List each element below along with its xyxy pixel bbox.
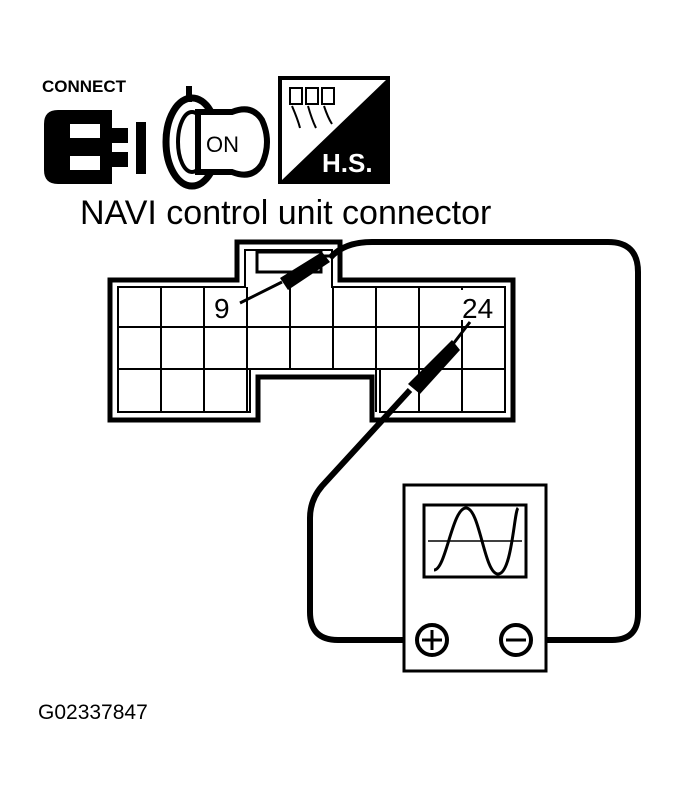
hs-label: H.S. xyxy=(322,148,373,178)
pin-24-label: 24 xyxy=(462,293,493,324)
figure-id: G02337847 xyxy=(38,701,148,724)
oscilloscope xyxy=(402,483,548,673)
ignition-on-label: ON xyxy=(206,132,239,157)
positive-terminal xyxy=(415,623,449,657)
harness-side-icon: H.S. xyxy=(278,76,390,184)
connector-pins-icon xyxy=(289,87,335,129)
waveform xyxy=(433,506,520,576)
negative-terminal xyxy=(499,623,533,657)
diagram-title: NAVI control unit connector xyxy=(80,194,491,232)
probe-wire-24 xyxy=(307,387,418,643)
ignition-key-icon: ON xyxy=(162,86,270,190)
connect-icon: CONNECT xyxy=(42,77,146,184)
probe-wire-9 xyxy=(327,239,641,643)
probe-pin-9 xyxy=(239,252,332,305)
probe-pin-24 xyxy=(408,321,472,394)
connect-label: CONNECT xyxy=(42,77,127,96)
pin-9-label: 9 xyxy=(214,293,230,324)
